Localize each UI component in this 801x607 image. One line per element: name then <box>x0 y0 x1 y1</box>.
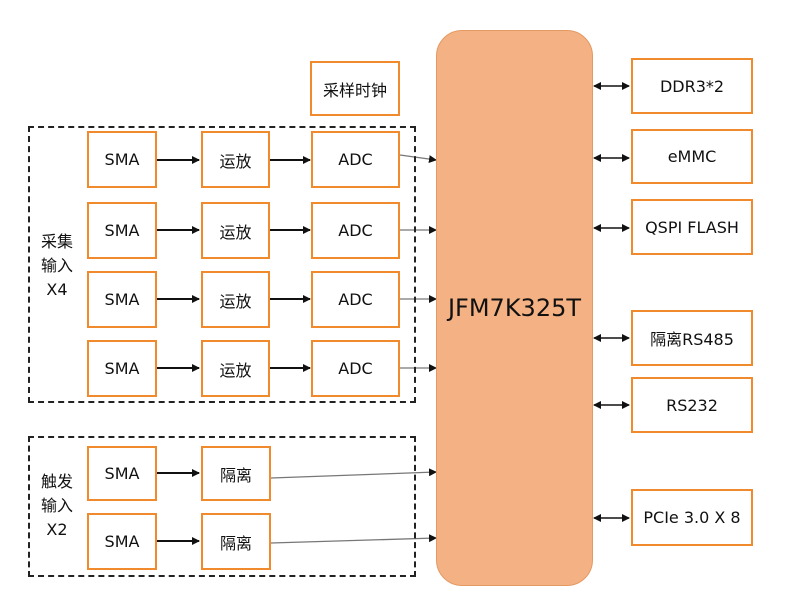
emmc-box: eMMC <box>631 129 753 184</box>
pcie-box: PCIe 3.0 X 8 <box>631 489 753 546</box>
acq-arrows <box>157 156 311 545</box>
sma-connector: SMA <box>87 202 157 259</box>
op-amp-box: 运放 <box>201 271 270 328</box>
acquisition-group-label: 采集 输入 X4 <box>40 232 73 299</box>
op-amp-box: 运放 <box>201 202 270 259</box>
sampling-clock-box: 采样时钟 <box>310 61 400 116</box>
ddr3-box: DDR3*2 <box>631 58 753 114</box>
peripheral-links <box>593 82 630 522</box>
sma-connector: SMA <box>87 340 157 397</box>
fpga-input-lines <box>270 154 437 544</box>
adc-box: ADC <box>311 131 400 188</box>
qspi-flash-box: QSPI FLASH <box>631 199 753 255</box>
adc-box: ADC <box>311 202 400 259</box>
sma-connector: SMA <box>87 446 157 501</box>
acquisition-group <box>28 126 416 403</box>
sma-connector: SMA <box>87 131 157 188</box>
fpga-chip: JFM7K325T <box>436 30 593 586</box>
isolated-rs485-box: 隔离RS485 <box>631 310 753 366</box>
sma-connector: SMA <box>87 513 157 570</box>
rs232-box: RS232 <box>631 377 753 433</box>
adc-box: ADC <box>311 340 400 397</box>
trigger-group <box>28 436 416 577</box>
adc-box: ADC <box>311 271 400 328</box>
isolation-box: 隔离 <box>201 513 271 570</box>
op-amp-box: 运放 <box>201 340 270 397</box>
isolation-box: 隔离 <box>201 446 271 501</box>
trigger-group-label: 触发 输入 X2 <box>40 472 73 539</box>
op-amp-box: 运放 <box>201 131 270 188</box>
sma-connector: SMA <box>87 271 157 328</box>
